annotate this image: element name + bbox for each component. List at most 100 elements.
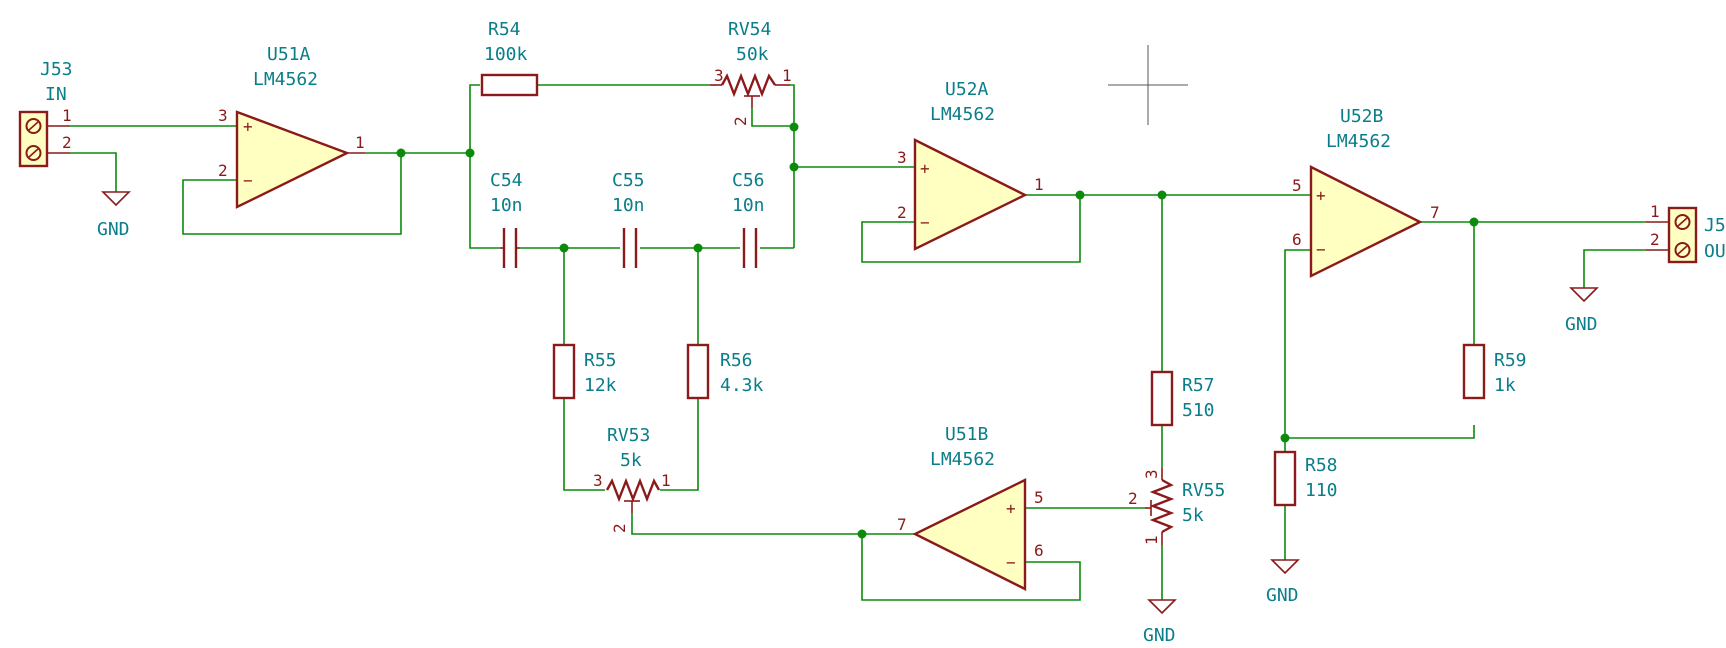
capacitor-c54[interactable]: C54 10n xyxy=(490,170,523,268)
value-label: IN xyxy=(45,84,67,105)
pin-number: 3 xyxy=(218,106,228,125)
opamp-u51b[interactable]: + − 5 6 7 U51B LM4562 xyxy=(897,424,1044,591)
value-label: 12k xyxy=(584,375,617,396)
junction-dot xyxy=(1157,190,1167,200)
resistor-r59[interactable]: R59 1k xyxy=(1462,343,1527,400)
potentiometer-rv55[interactable]: 2 3 1 RV55 5k xyxy=(1128,468,1225,545)
pin-number: 6 xyxy=(1292,230,1302,249)
junction-dot xyxy=(559,243,569,253)
ref-label: U51B xyxy=(945,424,988,445)
wires xyxy=(70,84,1646,601)
resistor-r54[interactable]: R54 100k xyxy=(480,19,539,97)
junction-dot xyxy=(693,243,703,253)
pin-number: 2 xyxy=(731,116,750,126)
pin-number: 1 xyxy=(1034,175,1044,194)
ref-label: R57 xyxy=(1182,375,1215,396)
pin-number: 2 xyxy=(610,523,629,533)
value-label: 10n xyxy=(612,195,645,216)
ref-label: J54 xyxy=(1704,215,1726,236)
pin-number: 3 xyxy=(593,471,603,490)
opamp-u52b[interactable]: + − 5 6 7 U52B LM4562 xyxy=(1292,106,1440,278)
ref-label: R58 xyxy=(1305,455,1338,476)
value-label: 50k xyxy=(736,44,769,65)
value-label: 4.3k xyxy=(720,375,764,396)
connector-j53[interactable]: J53 IN 1 2 xyxy=(18,59,73,168)
ref-label: U51A xyxy=(267,44,311,65)
ref-label: C54 xyxy=(490,170,523,191)
gnd-label: GND xyxy=(1266,585,1299,606)
value-label: LM4562 xyxy=(1326,131,1391,152)
plus-sign: + xyxy=(1006,499,1016,518)
junction-dot xyxy=(789,122,799,132)
ref-label: C55 xyxy=(612,170,645,191)
value-label: LM4562 xyxy=(930,449,995,470)
pin-number: 7 xyxy=(1430,203,1440,222)
pin-number: 2 xyxy=(1650,230,1660,249)
connector-j54[interactable]: 1 2 J54 OUT xyxy=(1646,202,1726,264)
junction-dot xyxy=(1075,190,1085,200)
resistor-r57[interactable]: R57 510 xyxy=(1150,370,1215,427)
ref-label: R59 xyxy=(1494,350,1527,371)
gnd-label: GND xyxy=(1565,314,1598,335)
pin-number: 2 xyxy=(897,203,907,222)
value-label: 5k xyxy=(620,450,642,471)
potentiometer-rv54[interactable]: 3 1 2 RV54 50k xyxy=(710,19,792,126)
value-label: 1k xyxy=(1494,375,1516,396)
junction-dot xyxy=(465,148,475,158)
value-label: 10n xyxy=(732,195,765,216)
pin-number: 2 xyxy=(218,161,228,180)
value-label: OUT xyxy=(1704,241,1726,262)
pin-number: 7 xyxy=(897,515,907,534)
pin-number: 1 xyxy=(355,133,365,152)
resistor-r56[interactable]: R56 4.3k xyxy=(686,343,764,400)
resistor-r58[interactable]: R58 110 xyxy=(1273,450,1338,507)
opamp-u52a[interactable]: + − 3 2 1 U52A LM4562 xyxy=(897,79,1044,251)
gnd-symbol: GND xyxy=(1266,559,1300,606)
ref-label: RV55 xyxy=(1182,480,1225,501)
pin-number: 1 xyxy=(782,66,792,85)
resistor-r55[interactable]: R55 12k xyxy=(552,343,617,400)
junction-dot xyxy=(857,529,867,539)
gnd-label: GND xyxy=(97,219,130,240)
value-label: LM4562 xyxy=(930,104,995,125)
value-label: LM4562 xyxy=(253,69,318,90)
capacitor-c55[interactable]: C55 10n xyxy=(612,170,645,268)
pin-number: 2 xyxy=(62,133,72,152)
pin-number: 1 xyxy=(1650,202,1660,221)
minus-sign: − xyxy=(243,171,253,190)
capacitor-c56[interactable]: C56 10n xyxy=(732,170,765,268)
ref-label: RV54 xyxy=(728,19,771,40)
pin-number: 5 xyxy=(1034,488,1044,507)
ref-label: R54 xyxy=(488,19,521,40)
ref-label: RV53 xyxy=(607,425,650,446)
opamp-u51a[interactable]: + − 3 2 1 U51A LM4562 xyxy=(218,44,365,209)
value-label: 510 xyxy=(1182,400,1215,421)
ref-label: J53 xyxy=(40,59,73,80)
plus-sign: + xyxy=(243,117,253,136)
value-label: 5k xyxy=(1182,505,1204,526)
ref-label: R55 xyxy=(584,350,617,371)
junction-dot xyxy=(1280,433,1290,443)
junction-dot xyxy=(396,148,406,158)
pin-number: 5 xyxy=(1292,176,1302,195)
potentiometer-rv53[interactable]: 3 1 2 RV53 5k xyxy=(593,425,671,533)
minus-sign: − xyxy=(1316,240,1326,259)
minus-sign: − xyxy=(920,213,930,232)
gnd-symbol: GND xyxy=(97,191,131,240)
plus-sign: + xyxy=(920,159,930,178)
pin-number: 6 xyxy=(1034,541,1044,560)
minus-sign: − xyxy=(1006,553,1016,572)
pin-number: 3 xyxy=(1142,469,1161,479)
value-label: 10n xyxy=(490,195,523,216)
junction-dot xyxy=(789,162,799,172)
junction-dot xyxy=(1469,217,1479,227)
gnd-symbol: GND xyxy=(1565,287,1599,335)
ref-label: U52B xyxy=(1340,106,1383,127)
pin-number: 2 xyxy=(1128,489,1138,508)
junctions xyxy=(396,122,1479,539)
ref-label: R56 xyxy=(720,350,753,371)
pin-number: 1 xyxy=(661,471,671,490)
crosshair-cursor-icon xyxy=(1108,45,1188,125)
value-label: 100k xyxy=(484,44,528,65)
